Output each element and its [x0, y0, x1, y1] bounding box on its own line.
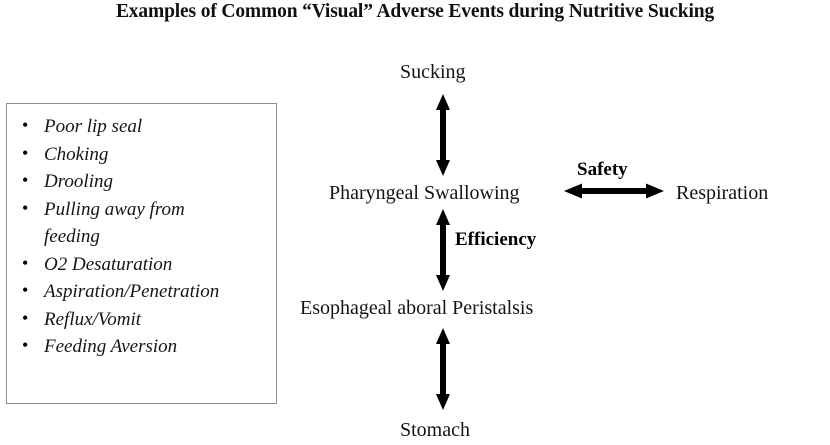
list-item: Reflux/Vomit	[7, 305, 276, 334]
list-item: O2 Desaturation	[7, 250, 276, 279]
node-pharyngeal-swallowing: Pharyngeal Swallowing	[329, 182, 520, 204]
double-arrow-vertical-icon	[436, 328, 450, 410]
adverse-events-box: Poor lip seal Choking Drooling Pulling a…	[6, 103, 277, 404]
edge-label-efficiency: Efficiency	[455, 229, 537, 250]
double-arrow-horizontal-icon	[564, 183, 664, 199]
list-item: Feeding Aversion	[7, 332, 276, 361]
node-sucking: Sucking	[400, 61, 466, 83]
list-item: Drooling	[7, 167, 276, 196]
swallowing-flow-diagram: Sucking Pharyngeal Swallowing Respiratio…	[280, 0, 830, 445]
node-stomach: Stomach	[400, 419, 470, 441]
edge-label-safety: Safety	[577, 159, 628, 180]
node-esophageal-aboral-peristalsis: Esophageal aboral Peristalsis	[300, 297, 534, 319]
list-item: Aspiration/Penetration	[7, 277, 276, 306]
double-arrow-vertical-icon	[436, 94, 450, 176]
list-item: Poor lip seal	[7, 112, 276, 141]
adverse-events-list: Poor lip seal Choking Drooling Pulling a…	[7, 104, 276, 361]
list-item: Choking	[7, 140, 276, 169]
list-item: Pulling away from feeding	[7, 195, 276, 251]
double-arrow-vertical-icon	[436, 209, 450, 291]
page-title: Examples of Common “Visual” Adverse Even…	[115, 1, 715, 22]
node-respiration: Respiration	[676, 182, 769, 204]
